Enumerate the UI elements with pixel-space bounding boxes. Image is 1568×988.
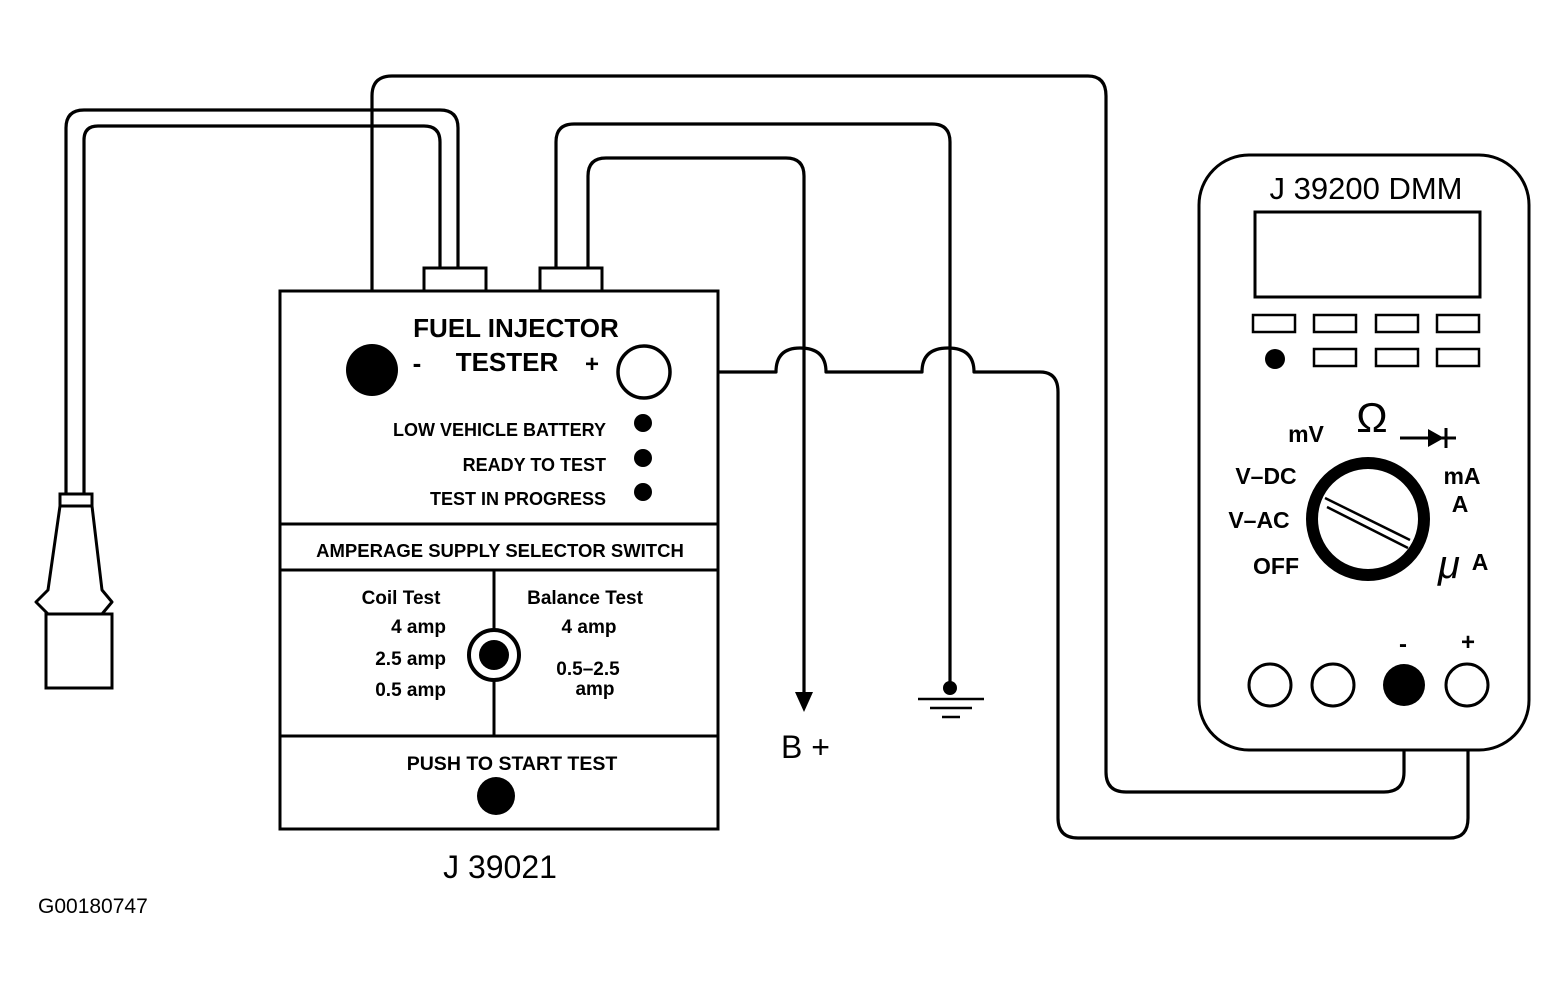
tester-plus-label: + — [585, 351, 599, 378]
dmm-power-indicator — [1265, 349, 1285, 369]
dmm-terminal-minus-label: - — [1399, 631, 1407, 658]
dmm-mode-ua-a: A — [1472, 549, 1489, 575]
dmm-mode-off: OFF — [1253, 553, 1299, 579]
diode-icon — [1400, 428, 1456, 448]
dmm-mode-ma: mA — [1443, 463, 1480, 489]
dmm-terminal-plus[interactable] — [1444, 662, 1490, 708]
injector-lead-outer — [64, 108, 460, 498]
selector-title: AMPERAGE SUPPLY SELECTOR SWITCH — [316, 540, 684, 561]
power-lead-inner — [586, 156, 806, 702]
amperage-selector-knob[interactable] — [467, 628, 521, 682]
battery-arrow-icon — [795, 692, 813, 712]
dmm-terminal-plus-label: + — [1461, 629, 1475, 656]
balance-option-range: 0.5–2.5 — [556, 659, 620, 680]
coil-option-2p5amp: 2.5 amp — [375, 649, 446, 670]
tester-model-label: J 39021 — [443, 849, 557, 885]
dmm-button[interactable] — [1312, 347, 1358, 368]
power-lead-outer — [554, 122, 952, 688]
push-to-start-label: PUSH TO START TEST — [407, 753, 618, 775]
tester-minus-label: - — [413, 348, 422, 378]
figure-id: G00180747 — [38, 895, 148, 918]
dmm-terminal-1[interactable] — [1247, 662, 1293, 708]
lead-tester-minus-to-dmm-minus — [370, 74, 1406, 794]
dmm-button[interactable] — [1312, 313, 1358, 334]
indicator-in-progress-label: TEST IN PROGRESS — [430, 489, 606, 509]
tester-plus-jack[interactable] — [616, 344, 672, 400]
coil-option-0p5amp: 0.5 amp — [375, 680, 446, 701]
dmm-button[interactable] — [1374, 313, 1420, 334]
rotary-dial-icon[interactable] — [1306, 457, 1430, 581]
lead-tester-plus-to-dmm-plus — [670, 346, 1470, 840]
dmm-mode-ohm: Ω — [1356, 394, 1387, 441]
dmm-button[interactable] — [1435, 313, 1481, 334]
dmm-mode-a: A — [1452, 491, 1469, 517]
injector-lead-inner — [82, 124, 442, 498]
battery-positive-label: B + — [781, 729, 830, 765]
dmm-function-buttons — [1251, 313, 1481, 369]
fuel-injector-tester: FUEL INJECTOR TESTER - + LOW VEHICLE BAT… — [278, 266, 720, 885]
wires — [64, 74, 1470, 840]
ground-symbol-icon — [918, 681, 984, 719]
balance-test-title: Balance Test — [527, 588, 643, 609]
dmm-mode-vdc: V–DC — [1235, 463, 1296, 489]
digital-multimeter: J 39200 DMM mV Ω V–DC V–AC OFF mA A μ A — [1197, 153, 1531, 752]
balance-option-4amp: 4 amp — [562, 617, 617, 638]
indicator-low-battery-led — [634, 414, 652, 432]
dmm-title: J 39200 DMM — [1270, 171, 1463, 206]
push-to-start-button[interactable] — [477, 777, 515, 815]
dmm-button[interactable] — [1374, 347, 1420, 368]
dmm-terminal-minus[interactable] — [1383, 664, 1425, 706]
dmm-mode-ua-mu: μ — [1437, 543, 1460, 587]
tester-port-left — [422, 266, 488, 294]
indicator-ready-led — [634, 449, 652, 467]
dmm-display — [1253, 210, 1482, 299]
dmm-mode-vac: V–AC — [1228, 507, 1289, 533]
dmm-body — [1197, 153, 1531, 752]
coil-test-title: Coil Test — [362, 588, 441, 609]
tester-title-line1: FUEL INJECTOR — [413, 313, 619, 343]
indicator-ready-label: READY TO TEST — [463, 455, 606, 475]
indicator-in-progress-led — [634, 483, 652, 501]
tester-minus-jack[interactable] — [346, 344, 398, 396]
balance-option-range-unit: amp — [575, 679, 614, 700]
injector-connector-icon — [34, 492, 114, 690]
tester-title-line2: TESTER — [456, 347, 559, 377]
dmm-button[interactable] — [1251, 313, 1297, 334]
indicator-low-battery-label: LOW VEHICLE BATTERY — [393, 420, 606, 440]
coil-option-4amp: 4 amp — [391, 617, 446, 638]
dmm-mode-mv: mV — [1288, 421, 1324, 447]
dmm-terminal-2[interactable] — [1310, 662, 1356, 708]
dmm-button[interactable] — [1435, 347, 1481, 368]
tester-port-right — [538, 266, 604, 294]
